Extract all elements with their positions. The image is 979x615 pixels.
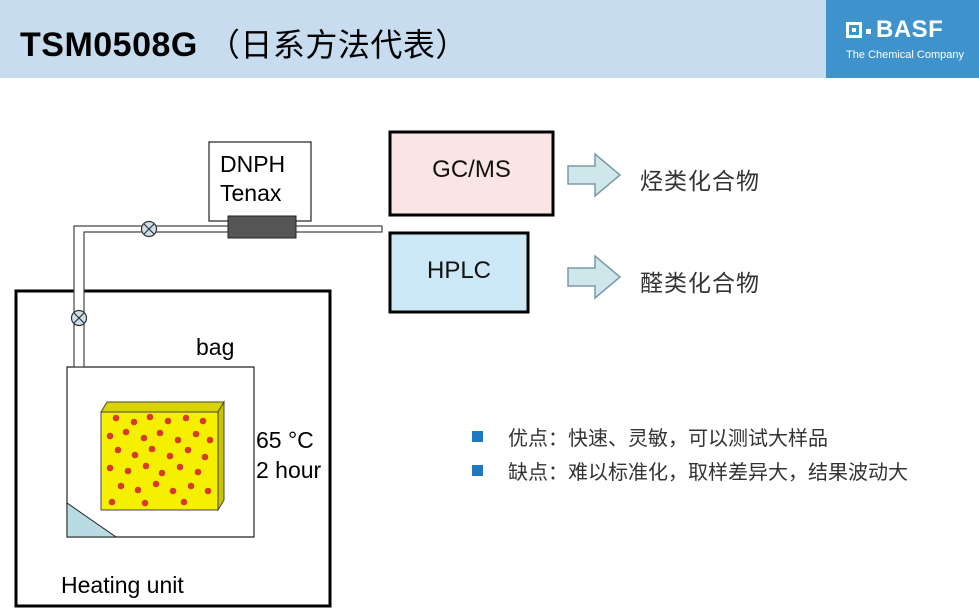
- sample-dot: [187, 482, 195, 490]
- sample-dot: [166, 452, 174, 460]
- sample-dot: [106, 432, 114, 440]
- dnph-label-line2: Tenax: [220, 180, 282, 206]
- sampling-tube: [73, 225, 383, 368]
- bag-corner: [66, 502, 118, 538]
- duration-label: 2 hour: [256, 457, 322, 483]
- valve-icon: [140, 220, 158, 238]
- sample-dot: [174, 436, 182, 444]
- bullet-pros-text: 优点：快速、灵敏，可以测试大样品: [508, 426, 828, 450]
- sample-dot: [106, 464, 114, 472]
- hplc-label: HPLC: [426, 257, 492, 284]
- hplc-box: [388, 231, 530, 314]
- logo-subtitle: The Chemical Company: [846, 49, 964, 61]
- logo-dot: [866, 29, 871, 34]
- temperature-label: 65 °C: [256, 427, 314, 453]
- sample-dot: [201, 453, 209, 461]
- sample-dot: [206, 436, 214, 444]
- sample-dot: [134, 486, 142, 494]
- gcms-box: [388, 130, 555, 217]
- sample-dot: [169, 487, 177, 495]
- sample-dots: [106, 413, 214, 507]
- sample-dot: [156, 429, 164, 437]
- sample-dot: [182, 414, 190, 422]
- dnph-label: DNPH Tenax: [220, 150, 285, 208]
- bullet-square-icon: [472, 431, 483, 442]
- sample-dot: [164, 417, 172, 425]
- sample-dot: [192, 430, 200, 438]
- gcms-result-label: 烃类化合物: [640, 169, 760, 195]
- sample-dot: [199, 417, 207, 425]
- sample-dot: [114, 446, 122, 454]
- sample-dot: [117, 482, 125, 490]
- sample-dot: [148, 445, 156, 453]
- sample-dot: [142, 462, 150, 470]
- title-cn: （日系方法代表）: [207, 26, 468, 64]
- sample-dot: [158, 469, 166, 477]
- sample-dot: [131, 451, 139, 459]
- page-title: TSM0508G （日系方法代表）: [20, 20, 468, 66]
- sample-dot: [124, 467, 132, 475]
- sample-dot: [140, 434, 148, 442]
- bullet-square-icon: [472, 465, 483, 476]
- arrow-right-icon: [567, 254, 622, 300]
- sample-dot: [141, 499, 149, 507]
- sample-block: [100, 411, 219, 511]
- logo-text: BASF: [876, 16, 944, 43]
- sample-dot: [180, 498, 188, 506]
- sample-dot: [146, 413, 154, 421]
- title-main: TSM0508G: [20, 26, 198, 64]
- valve-icon: [70, 309, 88, 327]
- sample-dot: [152, 480, 160, 488]
- sample-dot: [112, 414, 120, 422]
- sample-dot: [176, 463, 184, 471]
- basf-logo-icon: [846, 22, 862, 38]
- header-bar: [0, 0, 979, 78]
- hplc-result-label: 醛类化合物: [640, 271, 760, 297]
- sample-dot: [108, 498, 116, 506]
- sample-dot: [194, 468, 202, 476]
- basf-logo: BASF The Chemical Company: [826, 0, 979, 78]
- bag-label: bag: [196, 334, 235, 360]
- sample-block-top: [100, 401, 225, 413]
- bullet-cons-text: 缺点：难以标准化，取样差异大，结果波动大: [508, 460, 908, 484]
- arrow-right-icon: [567, 152, 622, 198]
- cartridge: [227, 215, 297, 239]
- dnph-label-line1: DNPH: [220, 151, 286, 177]
- gcms-label: GC/MS: [432, 156, 511, 183]
- sample-dot: [122, 428, 130, 436]
- heating-unit-label: Heating unit: [61, 572, 184, 598]
- sample-dot: [184, 446, 192, 454]
- sample-dot: [130, 418, 138, 426]
- sample-block-side: [217, 400, 225, 512]
- sample-dot: [204, 487, 212, 495]
